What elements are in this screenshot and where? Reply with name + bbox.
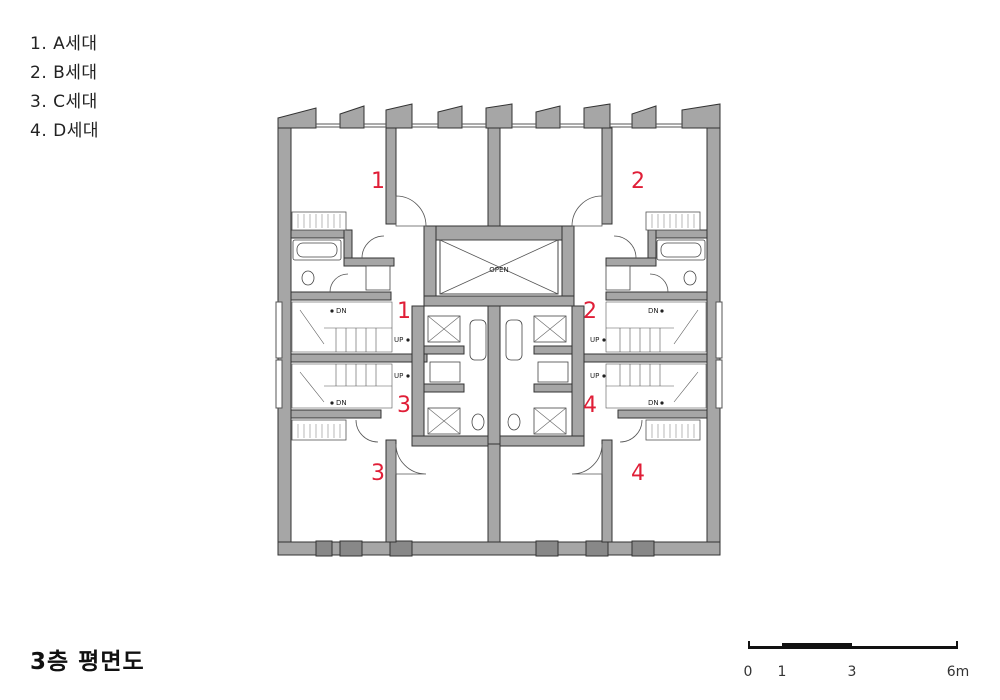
sink-icon [537, 361, 569, 383]
north-wall-segment [583, 103, 611, 129]
toilet-icon [471, 413, 485, 431]
bathtub-basin-icon [660, 242, 702, 258]
unit-number-a-entry: 1 [397, 299, 411, 324]
legend-item-a: 1. A세대 [30, 34, 98, 54]
shower-icon [365, 265, 391, 291]
north-wall-segment [535, 105, 561, 129]
bathtub-icon [505, 319, 523, 361]
north-wall-segment [385, 103, 413, 129]
north-wall-segment [437, 105, 463, 129]
scale-label-1: 1 [778, 664, 787, 680]
stair-dn-label: DN [648, 399, 659, 407]
exterior-walls [277, 103, 721, 556]
open-label: OPEN [489, 266, 508, 274]
interior-walls [290, 127, 708, 543]
toilet-icon [507, 413, 521, 431]
shower-icon [605, 265, 631, 291]
unit-number-d-entry: 4 [583, 393, 597, 418]
toilet-icon [683, 270, 697, 286]
toilet-icon [301, 270, 315, 286]
door-swings [329, 195, 669, 475]
stair-dn-label: DN [336, 307, 347, 315]
bathroom-fixtures [292, 239, 706, 431]
unit-number-d-room: 4 [631, 461, 645, 486]
stair-up-label: UP [590, 372, 599, 380]
north-wall-segment [277, 107, 317, 129]
unit-number-b-room: 2 [631, 169, 645, 194]
legend-item-d: 4. D세대 [30, 121, 99, 141]
stair-up-label: UP [394, 336, 403, 344]
stair-markers [330, 309, 664, 405]
legend-item-b: 2. B세대 [30, 63, 98, 83]
legend-item-c: 3. C세대 [30, 92, 98, 112]
north-wall-segment [485, 103, 513, 129]
unit-number-b-entry: 2 [583, 299, 597, 324]
floor-plan-title: 3층 평면도 [30, 649, 145, 675]
unit-legend: 1. A세대 2. B세대 3. C세대 4. D세대 [30, 30, 99, 146]
open-atrium: OPEN [439, 239, 559, 295]
bathtub-icon [469, 319, 487, 361]
counter-hatching [297, 214, 695, 438]
scale-label-3: 3 [848, 664, 857, 680]
sink-icon [429, 361, 461, 383]
storage-diagonals [427, 315, 567, 435]
north-wall-segment [339, 105, 365, 129]
north-windows [316, 123, 682, 128]
stair-up-label: UP [394, 372, 403, 380]
side-windows [275, 301, 723, 409]
south-windows [315, 540, 655, 557]
scale-label-0: 0 [744, 664, 753, 680]
stair-dn-label: DN [648, 307, 659, 315]
north-wall-segment [681, 103, 721, 129]
stairs [291, 301, 707, 409]
stair-dn-label: DN [336, 399, 347, 407]
unit-number-c-room: 3 [371, 461, 385, 486]
scale-bar: 0 1 3 6m [744, 641, 970, 680]
unit-number-a-room: 1 [371, 169, 385, 194]
bathtub-basin-icon [296, 242, 338, 258]
kitchen-counters [291, 211, 701, 441]
north-wall-segment [631, 105, 657, 129]
unit-number-c-entry: 3 [397, 393, 411, 418]
scale-label-6m: 6m [947, 664, 970, 680]
stair-up-label: UP [590, 336, 599, 344]
